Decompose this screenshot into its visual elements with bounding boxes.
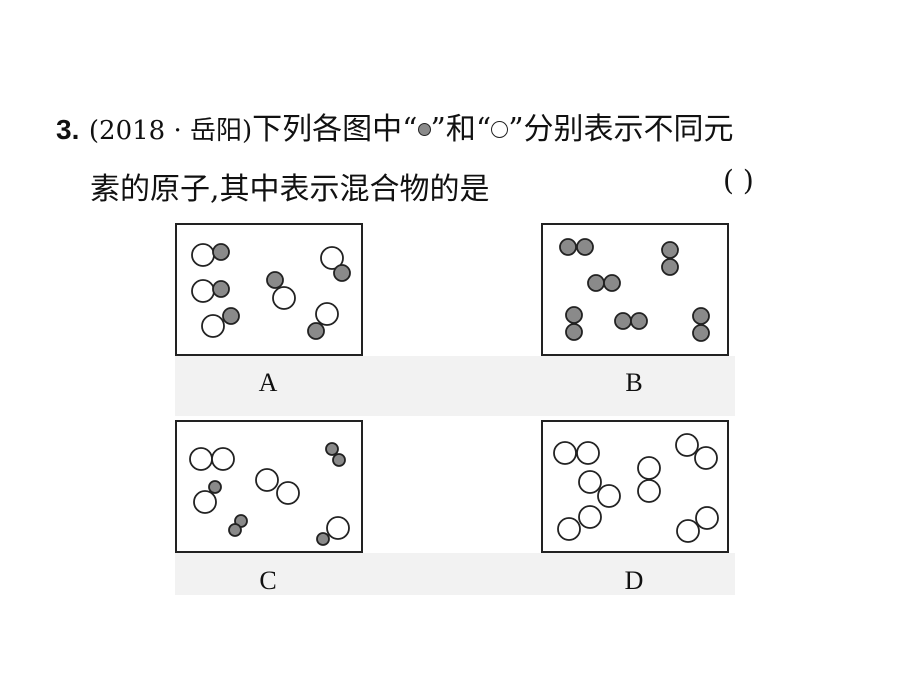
answer-blank: ( ): [723, 164, 754, 197]
question-line-2: 素的原子,其中表示混合物的是: [90, 172, 490, 207]
option-b-molecules: [559, 238, 710, 342]
question-source: (2018 · 岳阳): [88, 116, 253, 146]
question-number: 3.: [56, 114, 80, 145]
filled-atom-icon: [417, 122, 431, 136]
option-c-label: C: [259, 566, 277, 595]
open-atom-icon: [491, 120, 509, 138]
option-b-diagram[interactable]: [541, 223, 729, 356]
option-b-label: B: [625, 368, 643, 397]
question-text-part-1: 下列各图中“: [252, 112, 418, 147]
option-a-molecules: [191, 243, 351, 340]
option-a-diagram[interactable]: [175, 223, 363, 356]
option-d-label: D: [624, 566, 644, 595]
label-strip-top: [175, 356, 735, 416]
option-d-molecules: [553, 433, 719, 543]
question-line-1: 3. (2018 · 岳阳)下列各图中“ ”和“ ”分别表示不同元: [56, 104, 734, 148]
question-text-part-3: ”分别表示不同元: [508, 112, 734, 147]
question-text-part-2: ”和“: [430, 112, 492, 147]
option-a-label: A: [258, 368, 278, 397]
label-strip-bottom: [175, 553, 735, 595]
option-d-diagram[interactable]: [541, 420, 729, 553]
option-c-diagram[interactable]: [175, 420, 363, 553]
option-c-molecules: [189, 442, 350, 546]
